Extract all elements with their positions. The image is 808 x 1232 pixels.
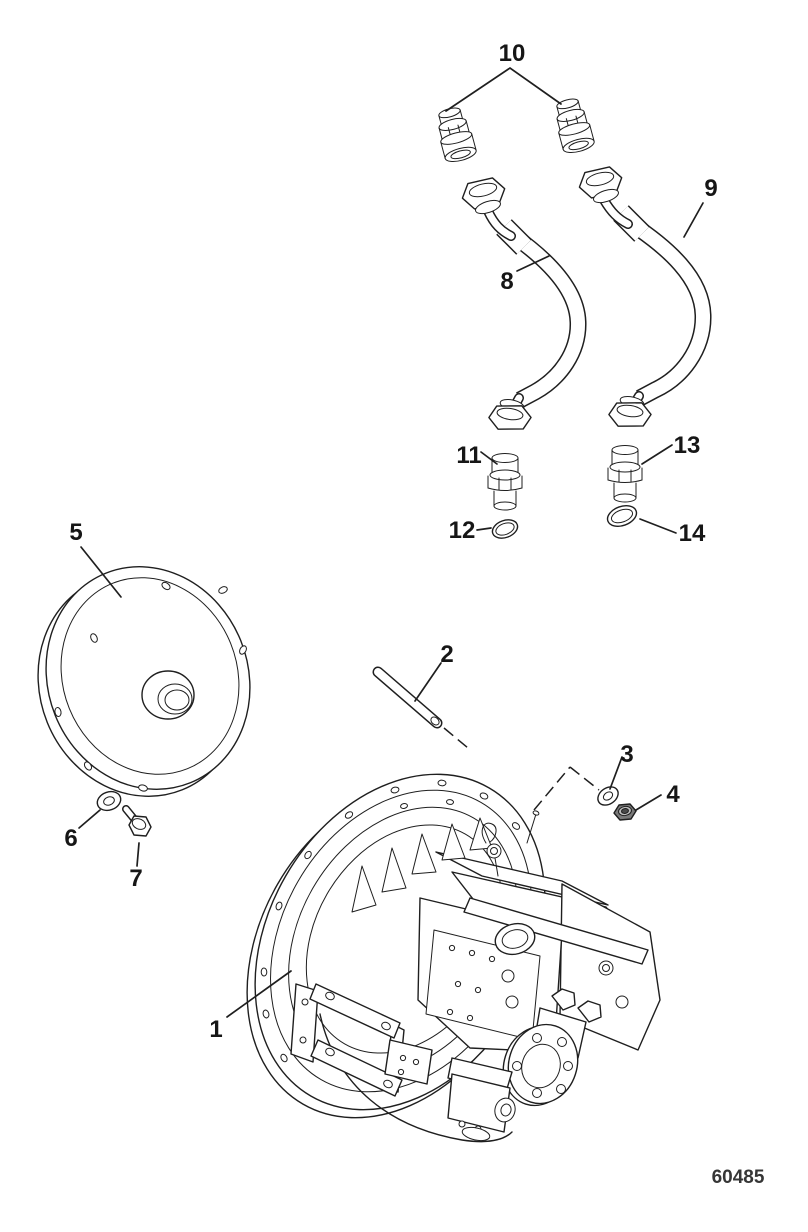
mount-brackets [290,983,433,1097]
washer-3 [597,786,619,806]
callout-3: 3 [620,741,633,768]
callout-5: 5 [69,519,82,546]
callout-14: 14 [679,520,706,547]
callout-1: 1 [209,1016,222,1043]
pin-2 [372,666,469,749]
fitting-11 [487,453,523,511]
callout-4: 4 [666,781,680,808]
leader-7 [136,842,140,867]
callout-2: 2 [440,641,453,668]
leader-2 [414,662,442,702]
callout-13: 13 [674,432,701,459]
fitting-13 [607,445,643,503]
callout-6: 6 [64,825,77,852]
cooling-fins [351,817,493,913]
filler-cap [494,922,536,956]
callout-12: 12 [449,517,476,544]
leader-12 [476,527,492,531]
leader-6 [78,809,101,829]
dipstick [481,822,502,877]
fitting-10-right [556,98,595,154]
hose-9-top-nut [578,166,623,204]
fitting-10-left [438,107,477,163]
leader-10 [445,66,562,112]
callout-11: 11 [456,442,481,469]
leader-5 [80,546,122,598]
washer-3-insertion-line-a [533,766,571,811]
leader-1 [226,970,292,1018]
hose-8 [461,177,587,430]
callout-10: 10 [499,40,526,67]
hose-9 [578,166,712,427]
mount-stud [526,813,537,844]
washer-3-insertion-line-b [569,766,600,791]
cover-plate-hub [141,670,195,720]
callout-7: 7 [129,865,142,892]
hose-8-bottom-nut [488,399,532,430]
oring-14 [606,505,638,527]
callout-labels: 10 9 8 11 12 13 14 5 6 7 2 3 4 1 [64,40,717,1043]
nut-4 [613,803,637,821]
hose-9-bottom-nut [608,396,652,427]
output-flange [502,1023,579,1107]
leader-9 [683,202,704,238]
pin-2-insertion-line [443,727,469,749]
leader-11 [480,451,498,465]
callout-8: 8 [500,268,513,295]
bolt-7 [122,805,152,837]
leader-lines [78,66,704,1018]
callout-9: 9 [704,175,717,202]
leader-3 [609,756,623,790]
transmission-assembly-1 [246,773,661,1143]
flange-bolt-holes [260,779,521,1063]
leader-4 [635,794,662,811]
hose-8-top-nut [461,177,506,215]
washer-6 [96,790,122,812]
leader-14 [639,518,677,534]
leader-13 [641,444,673,465]
lower-pump [447,1057,516,1142]
leader-8 [516,255,550,272]
cover-plate-5 [37,566,251,797]
oring-12 [491,519,519,539]
drawing-number: 60485 [712,1167,765,1188]
